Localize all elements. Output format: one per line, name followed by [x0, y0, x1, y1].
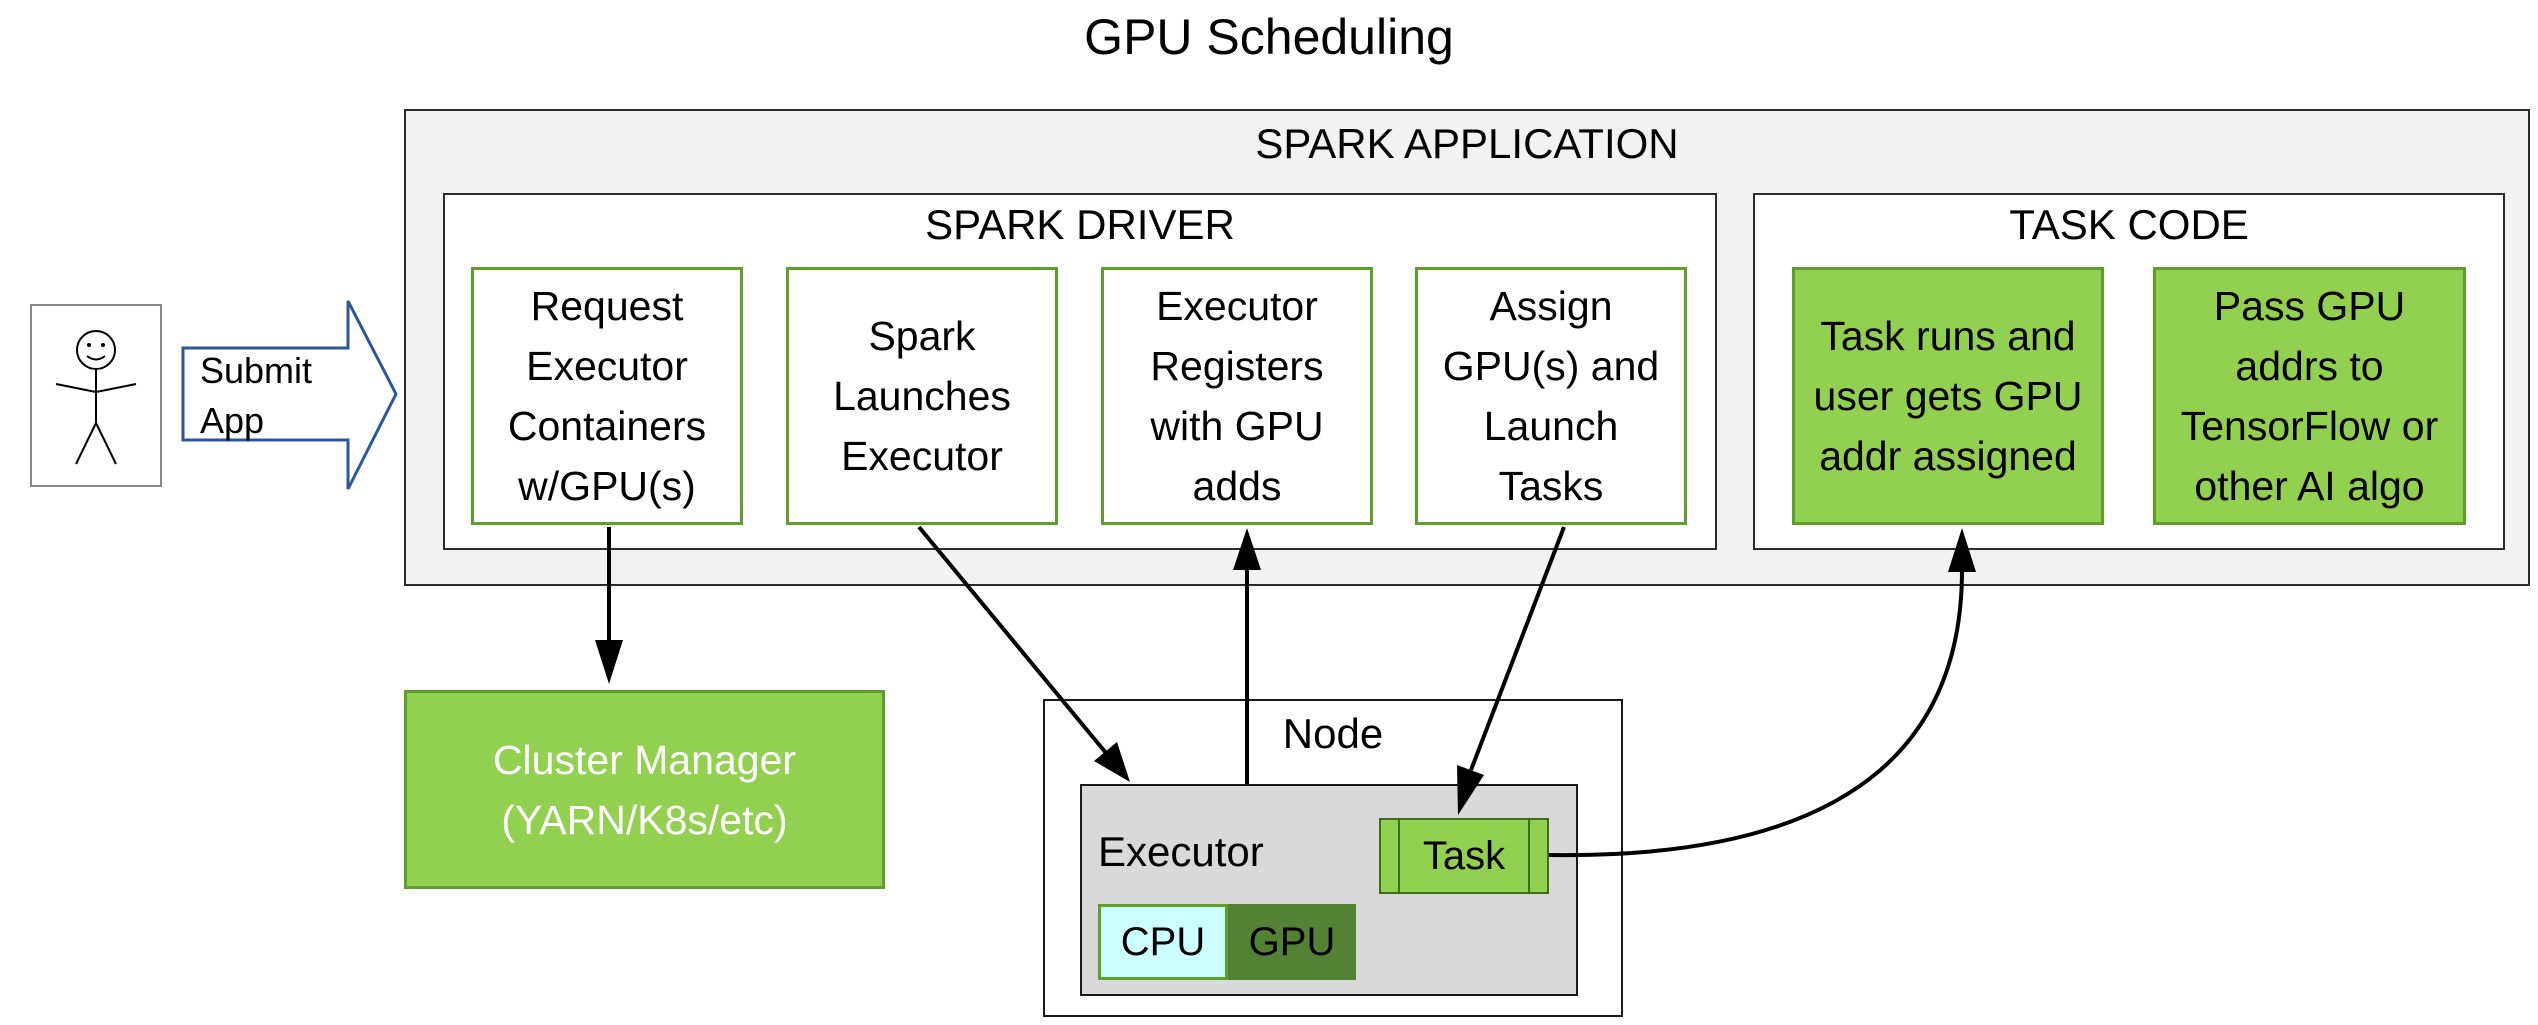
diagram-title: GPU Scheduling — [1084, 9, 1454, 65]
task-block: Task — [1379, 818, 1549, 894]
cpu-block: CPU — [1098, 904, 1228, 980]
spark-driver-label: SPARK DRIVER — [925, 201, 1235, 248]
launch-executor-step: Spark Launches Executor — [786, 267, 1058, 525]
request-executor-step: Request Executor Containers w/GPU(s) — [471, 267, 743, 525]
cluster-manager-box: Cluster Manager (YARN/K8s/etc) — [404, 690, 885, 889]
submit-app-label: Submit App — [200, 350, 313, 441]
task-runs-step: Task runs and user gets GPU addr assigne… — [1792, 267, 2104, 525]
node-label: Node — [1282, 710, 1384, 757]
task-bar-left — [1398, 820, 1400, 892]
executor-label: Executor — [1098, 828, 1264, 875]
task-label: Task — [1422, 833, 1506, 878]
spark-application-label: SPARK APPLICATION — [1255, 120, 1679, 167]
assign-gpu-step: Assign GPU(s) and Launch Tasks — [1415, 267, 1687, 525]
task-code-label: TASK CODE — [2009, 201, 2249, 248]
submit-app-arrow — [181, 300, 398, 490]
pass-gpu-addrs-step: Pass GPU addrs to TensorFlow or other AI… — [2153, 267, 2466, 525]
executor-registers-step: Executor Registers with GPU adds — [1101, 267, 1373, 525]
stick-figure-icon — [55, 330, 137, 465]
gpu-block: GPU — [1228, 904, 1356, 980]
user-actor — [30, 304, 162, 487]
task-bar-right — [1528, 820, 1530, 892]
